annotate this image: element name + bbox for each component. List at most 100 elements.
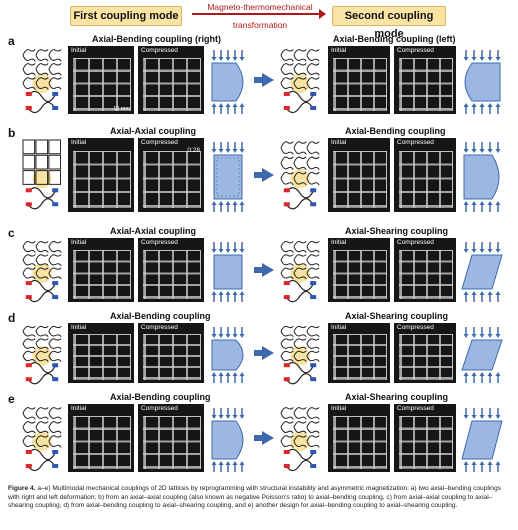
lattice-cell: [35, 77, 49, 90]
load-arrowhead-bottom: [495, 103, 501, 107]
unit-cell-bottom: [28, 101, 56, 114]
load-arrowhead-bottom: [211, 201, 217, 205]
load-arrowhead-top: [471, 149, 477, 153]
load-arrowhead-top: [479, 334, 485, 338]
photo-state-label: Initial: [71, 239, 87, 246]
lattice-cell: [306, 254, 320, 267]
load-arrowhead-bottom: [479, 461, 485, 465]
lattice-cell: [293, 171, 307, 186]
lattice-cell: [48, 170, 62, 185]
load-arrowhead-top: [225, 334, 231, 338]
magnet-pad: [283, 295, 290, 300]
lattice-cell: [48, 407, 62, 420]
left-deformation-block: [211, 142, 245, 212]
load-arrowhead-top: [479, 57, 485, 61]
lattice-cell: [22, 139, 36, 155]
right-initial-photo: Initial: [328, 238, 390, 302]
lattice-cell: [48, 350, 62, 362]
right-schematic: [280, 240, 320, 303]
right-compressed-photo: Compressed: [394, 138, 456, 212]
lattice-cell: [48, 435, 62, 448]
left-compressed-photo: Compressed: [138, 404, 204, 472]
lattice-sample: [73, 333, 131, 381]
left-schematic: [22, 407, 62, 472]
magnet-pad: [25, 363, 32, 368]
lattice-sample: [398, 58, 454, 111]
right-compressed-photo: Compressed: [394, 238, 456, 302]
lattice-sample: [398, 249, 454, 299]
load-arrowhead-top: [239, 57, 245, 61]
load-arrowhead-top: [471, 334, 477, 338]
load-arrowhead-top: [239, 149, 245, 153]
magnet-pad: [25, 188, 32, 193]
load-arrowhead-bottom: [225, 103, 231, 107]
lattice-cell: [306, 267, 320, 280]
magnet-pad: [310, 295, 317, 300]
right-panel-title: Axial-Shearing coupling: [345, 311, 449, 321]
load-arrowhead-bottom: [495, 372, 501, 376]
lattice-cell: [22, 267, 36, 280]
unit-cell-top: [28, 362, 56, 374]
photo-state-label: Initial: [71, 139, 87, 146]
load-arrowhead-top: [471, 57, 477, 61]
load-arrowhead-bottom: [232, 372, 238, 376]
right-compressed-photo: Compressed: [394, 46, 456, 114]
lattice-cell: [306, 435, 320, 448]
transformation-arrow-a: [254, 73, 274, 87]
panel-letter-c: c: [8, 226, 15, 240]
load-arrowhead-top: [495, 415, 501, 419]
transformation-arrow: [192, 9, 326, 19]
right-panel-title: Axial-Shearing coupling: [345, 392, 449, 402]
photo-state-label: Compressed: [397, 324, 434, 331]
load-arrowhead-bottom: [218, 201, 224, 205]
right-panel-title: Axial-Bending coupling: [345, 126, 446, 136]
load-arrowhead-bottom: [225, 372, 231, 376]
lattice-cell: [293, 267, 307, 280]
unit-cell-top: [286, 448, 314, 461]
caption-text: a–e) Multimodal mechanical couplings of …: [8, 485, 501, 510]
load-arrowhead-top: [218, 149, 224, 153]
transformation-label-line1: Magneto-thermomechanical: [207, 2, 313, 12]
load-arrowhead-top: [239, 415, 245, 419]
lattice-cell: [306, 407, 320, 420]
load-arrowhead-bottom: [463, 103, 469, 107]
load-arrowhead-top: [463, 415, 469, 419]
load-arrowhead-bottom: [232, 103, 238, 107]
load-arrowhead-top: [211, 249, 217, 253]
load-arrowhead-top: [211, 149, 217, 153]
load-arrowhead-top: [487, 249, 493, 253]
lattice-cell: [280, 338, 294, 350]
lattice-cell: [22, 407, 36, 420]
unit-cell-bottom: [28, 198, 56, 210]
lattice-cell: [280, 254, 294, 267]
lattice-sample: [332, 416, 388, 469]
photo-state-label: Initial: [331, 405, 347, 412]
load-arrowhead-top: [218, 334, 224, 338]
load-arrowhead-top: [225, 57, 231, 61]
magnet-pad: [25, 91, 32, 96]
unit-cell-bottom: [286, 459, 314, 472]
lattice-cell: [48, 154, 62, 170]
lattice-cell: [280, 325, 294, 338]
lattice-cell: [22, 63, 36, 76]
load-arrowhead-bottom: [218, 372, 224, 376]
lattice-cell: [280, 240, 294, 253]
load-arrowhead-top: [239, 334, 245, 338]
deformed-block: [211, 339, 244, 371]
lattice-cell: [280, 421, 294, 434]
lattice-cell: [22, 240, 36, 253]
magnet-pad: [25, 295, 32, 300]
magnet-pad: [52, 202, 59, 207]
transformation-arrow-e: [254, 431, 274, 445]
load-arrowhead-bottom: [487, 201, 493, 205]
load-arrowhead-top: [239, 249, 245, 253]
left-compressed-photo: Compressed: [138, 323, 204, 383]
magnet-pad: [52, 281, 59, 286]
photo-state-label: Compressed: [141, 405, 178, 412]
photo-state-label: Compressed: [141, 139, 178, 146]
load-arrowhead-top: [495, 334, 501, 338]
lattice-sample: [143, 249, 201, 299]
load-arrowhead-bottom: [225, 461, 231, 465]
lattice-cell: [22, 325, 36, 338]
lattice-cell: [306, 141, 320, 155]
